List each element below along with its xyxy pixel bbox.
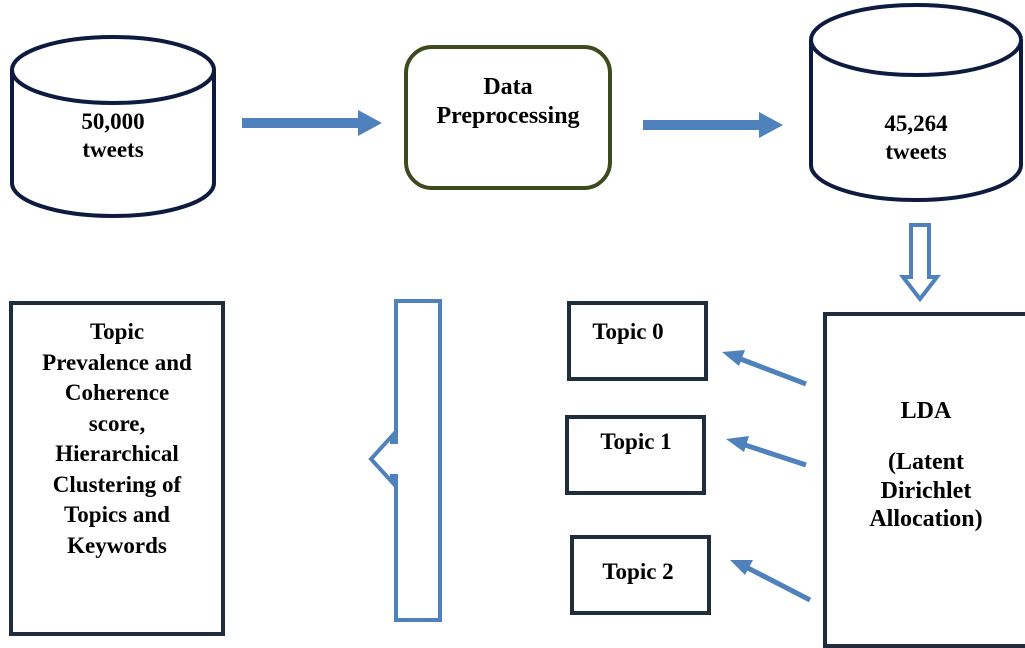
topic-0-label: Topic 0 xyxy=(592,319,664,344)
clean-database-label: 45,264 tweets xyxy=(820,110,1012,165)
source-count-text: 50,000 xyxy=(81,109,145,134)
data-preprocessing-label: Data Preprocessing xyxy=(404,73,612,131)
preprocess-line-2: Preprocessing xyxy=(436,102,580,129)
clean-unit-text: tweets xyxy=(885,138,947,164)
output-line-8: Keywords xyxy=(67,533,167,559)
source-database-cylinder xyxy=(10,35,216,218)
topic-1-box xyxy=(565,415,706,495)
arrow-lda-to-topic-1 xyxy=(726,436,807,468)
arrow-to-clean-database xyxy=(643,112,783,138)
clean-database-cylinder xyxy=(809,3,1023,202)
arrow-to-lda xyxy=(898,223,942,303)
lda-subtitle-line-3: Allocation) xyxy=(869,506,983,533)
output-line-2: Prevalence and xyxy=(42,349,192,375)
lda-subtitle-line-1: (Latent xyxy=(888,448,964,475)
topic-2-box xyxy=(570,535,711,615)
arrow-to-output xyxy=(368,299,442,622)
output-line-6: Clustering of xyxy=(52,471,182,497)
source-database-label: 50,000 tweets xyxy=(20,108,206,163)
source-unit-text: tweets xyxy=(82,136,144,162)
clean-count-text: 45,264 xyxy=(884,111,948,136)
output-box xyxy=(9,301,225,636)
arrow-lda-to-topic-2 xyxy=(730,560,812,603)
output-line-7: Topics and xyxy=(64,502,170,528)
topic-1-label: Topic 1 xyxy=(600,429,672,454)
lda-subtitle-line-2: Dirichlet xyxy=(880,477,972,504)
output-label: Topic Prevalence and Coherence score, Hi… xyxy=(13,317,221,562)
output-line-1: Topic xyxy=(89,319,145,344)
lda-box xyxy=(823,312,1025,648)
lda-label: LDA (Latent Dirichlet Allocation) xyxy=(827,397,1025,534)
data-preprocessing-box xyxy=(404,45,612,190)
topic-0-box xyxy=(567,301,708,381)
output-line-3: Coherence xyxy=(64,380,170,406)
preprocess-line-1: Data xyxy=(483,74,533,100)
arrow-to-preprocessing xyxy=(242,110,382,136)
topic-2-label: Topic 2 xyxy=(602,559,674,584)
arrow-lda-to-topic-0 xyxy=(722,350,807,387)
lda-title: LDA xyxy=(900,398,952,424)
output-line-4: score, xyxy=(88,410,146,436)
output-line-5: Hierarchical xyxy=(55,441,179,467)
